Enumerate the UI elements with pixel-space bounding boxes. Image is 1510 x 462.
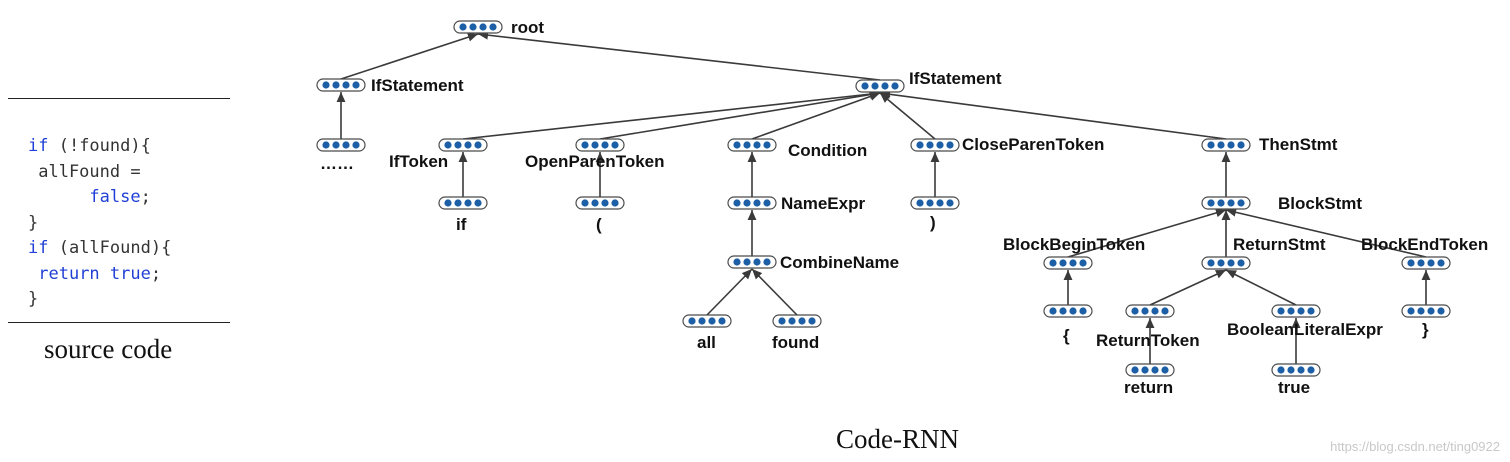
node-label-iftok: IfToken xyxy=(389,152,448,171)
node-label-all: all xyxy=(697,333,716,352)
node-vector-comb xyxy=(727,255,777,269)
node-vector-bool xyxy=(1271,304,1321,318)
node-label-cpt: CloseParenToken xyxy=(962,135,1104,154)
code-top-rule xyxy=(8,98,230,99)
code-text: ; xyxy=(150,263,162,284)
code-keyword: if xyxy=(28,238,49,258)
node-label-if1: IfStatement xyxy=(371,76,464,95)
node-vector-iftok xyxy=(438,138,488,152)
node-vector-dots xyxy=(316,138,366,152)
edge-if2-to-root xyxy=(477,30,881,81)
node-vector-then xyxy=(1201,138,1251,152)
code-keyword: return xyxy=(38,263,100,284)
code-keyword: false xyxy=(89,187,141,207)
node-vector-all xyxy=(682,314,732,328)
node-vector-name xyxy=(727,196,777,210)
code-text: allFound = xyxy=(28,161,141,182)
node-vector-bbt xyxy=(1043,256,1093,270)
code-text: } xyxy=(28,289,39,309)
node-vector-if2 xyxy=(855,79,905,93)
node-label-belit: } xyxy=(1422,320,1429,339)
node-label-oplit: ( xyxy=(596,215,602,234)
node-label-opt: OpenParenToken xyxy=(525,152,665,171)
node-vector-oplit xyxy=(575,196,625,210)
node-vector-ret xyxy=(1201,256,1251,270)
node-label-ret: ReturnStmt xyxy=(1233,235,1326,254)
node-label-cond: Condition xyxy=(788,141,867,160)
node-vector-tlit xyxy=(1271,363,1321,377)
node-label-bbt: BlockBeginToken xyxy=(1003,235,1145,254)
node-vector-bet xyxy=(1401,256,1451,270)
node-label-then: ThenStmt xyxy=(1259,135,1338,154)
edge-all-to-comb xyxy=(706,268,753,316)
node-label-rtok: ReturnToken xyxy=(1096,331,1200,350)
tree-caption: Code-RNN xyxy=(836,424,959,454)
edge-cond-to-if2 xyxy=(751,92,881,140)
node-label-iflit: if xyxy=(456,215,467,234)
node-vector-root xyxy=(453,20,503,34)
node-vector-rtok xyxy=(1125,304,1175,318)
code-text: (!found){ xyxy=(48,136,151,156)
edge-bool-to-ret xyxy=(1225,269,1297,306)
code-keyword: if xyxy=(28,136,49,156)
node-label-dots: …… xyxy=(320,154,354,173)
code-bottom-rule xyxy=(8,322,230,323)
edge-bbt-to-block xyxy=(1067,208,1227,258)
edge-if1-to-root xyxy=(340,32,479,80)
edge-cpt-to-if2 xyxy=(879,92,936,140)
node-vector-cond xyxy=(727,138,777,152)
code-keyword: true xyxy=(109,263,151,284)
tree-nodes xyxy=(316,20,1451,377)
edge-iftok-to-if2 xyxy=(462,89,881,140)
node-vector-cpt xyxy=(910,138,960,152)
node-label-tlit: true xyxy=(1278,378,1310,397)
source-code-caption: source code xyxy=(44,334,173,364)
node-label-root: root xyxy=(511,18,544,37)
node-vector-block xyxy=(1201,196,1251,210)
node-label-found: found xyxy=(772,333,819,352)
node-vector-belit xyxy=(1401,304,1451,318)
edge-opt-to-if2 xyxy=(599,90,881,140)
edge-then-to-if2 xyxy=(879,89,1227,140)
node-label-comb: CombineName xyxy=(780,253,899,272)
node-vector-rlit xyxy=(1125,363,1175,377)
watermark: https://blog.csdn.net/ting0922 xyxy=(1330,439,1500,454)
code-text: (allFound){ xyxy=(48,238,172,258)
source-code-block: if (!found){ allFound = false; } if (all… xyxy=(28,134,171,313)
node-vector-bblit xyxy=(1043,304,1093,318)
node-label-bool: BooleanLiteralExpr xyxy=(1227,320,1383,339)
node-label-name: NameExpr xyxy=(781,194,865,213)
tree-edges xyxy=(336,30,1431,364)
node-label-block: BlockStmt xyxy=(1278,194,1362,213)
code-text: } xyxy=(28,212,39,233)
node-vector-found xyxy=(772,314,822,328)
node-vector-cplit xyxy=(910,196,960,210)
node-vector-opt xyxy=(575,138,625,152)
node-label-bblit: { xyxy=(1063,326,1070,345)
edge-bet-to-block xyxy=(1225,207,1427,258)
node-label-rlit: return xyxy=(1124,378,1173,397)
edge-rtok-to-ret xyxy=(1149,269,1227,306)
code-text: ; xyxy=(140,187,151,207)
edge-found-to-comb xyxy=(751,268,798,316)
node-vector-iflit xyxy=(438,196,488,210)
node-label-bet: BlockEndToken xyxy=(1361,235,1488,254)
node-label-if2: IfStatement xyxy=(909,69,1002,88)
node-label-cplit: ) xyxy=(930,213,936,232)
node-vector-if1 xyxy=(316,78,366,92)
